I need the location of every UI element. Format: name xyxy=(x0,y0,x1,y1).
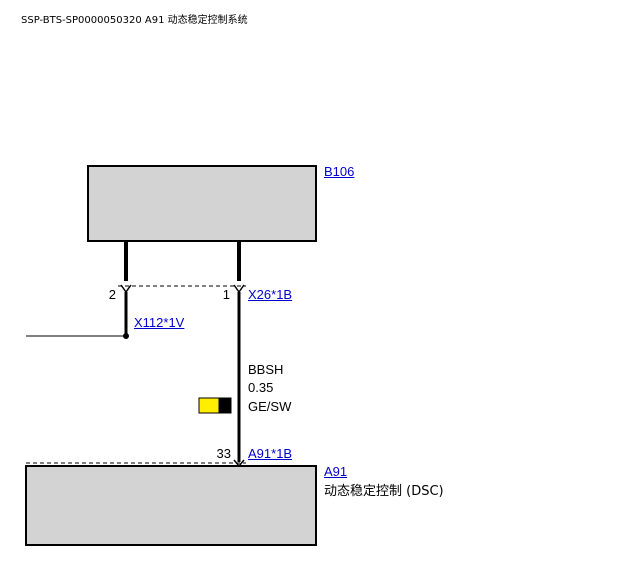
connector-a91-pin-33: 33 xyxy=(216,446,231,461)
wire-name: BBSH xyxy=(248,362,284,377)
connector-a91-link[interactable]: A91*1B xyxy=(248,446,293,461)
wire-color-swatch-primary xyxy=(198,397,220,414)
connector-x112-link[interactable]: X112*1V xyxy=(134,315,185,330)
component-a91-box[interactable] xyxy=(25,465,317,546)
component-b106-box[interactable] xyxy=(87,165,317,242)
page-title: SSP-BTS-SP0000050320 A91 动态稳定控制系统 xyxy=(21,15,248,26)
wire-color-swatch-secondary xyxy=(218,397,232,414)
wire-cross-section: 0.35 xyxy=(248,380,274,395)
component-a91-link[interactable]: A91 xyxy=(324,464,348,479)
component-a91-description: 动态稳定控制 (DSC) xyxy=(324,484,444,499)
component-b106-link[interactable]: B106 xyxy=(324,164,355,179)
connector-x26-pin-1: 1 xyxy=(222,287,230,302)
connector-x26-link[interactable]: X26*1B xyxy=(248,287,293,302)
connector-pin33-fork xyxy=(233,459,245,468)
connector-x26-pin-2: 2 xyxy=(108,287,116,302)
wire-color-code: GE/SW xyxy=(248,399,292,414)
